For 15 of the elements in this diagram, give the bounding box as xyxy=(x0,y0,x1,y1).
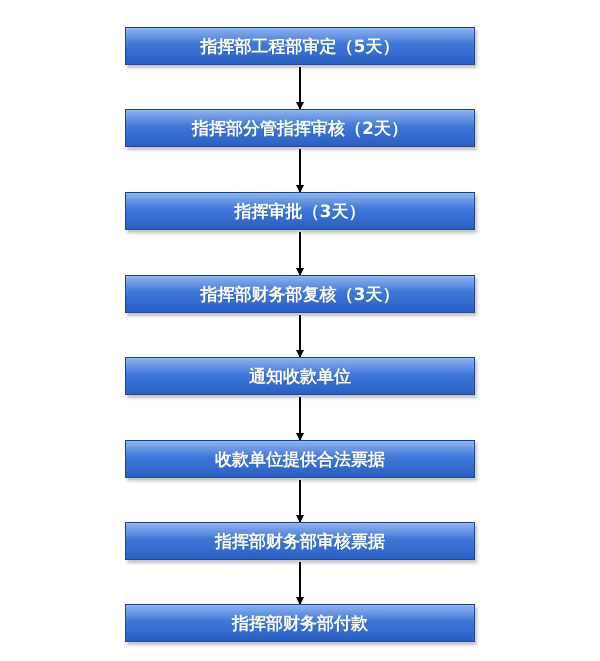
process-box: 指挥部财务部付款 xyxy=(125,604,475,642)
arrow xyxy=(296,232,304,276)
arrow xyxy=(296,480,304,523)
process-box: 收款单位提供合法票据 xyxy=(125,440,475,478)
arrow xyxy=(296,67,304,110)
process-box: 指挥审批（3天） xyxy=(125,192,475,230)
arrow xyxy=(296,562,304,605)
arrow xyxy=(296,397,304,441)
process-box: 通知收款单位 xyxy=(125,357,475,395)
process-box: 指挥部分管指挥审核（2天） xyxy=(125,109,475,147)
arrow xyxy=(296,149,304,193)
arrow xyxy=(296,315,304,358)
process-box: 指挥部财务部复核（3天） xyxy=(125,275,475,313)
process-box: 指挥部财务部审核票据 xyxy=(125,522,475,560)
process-box: 指挥部工程部审定（5天） xyxy=(125,27,475,65)
